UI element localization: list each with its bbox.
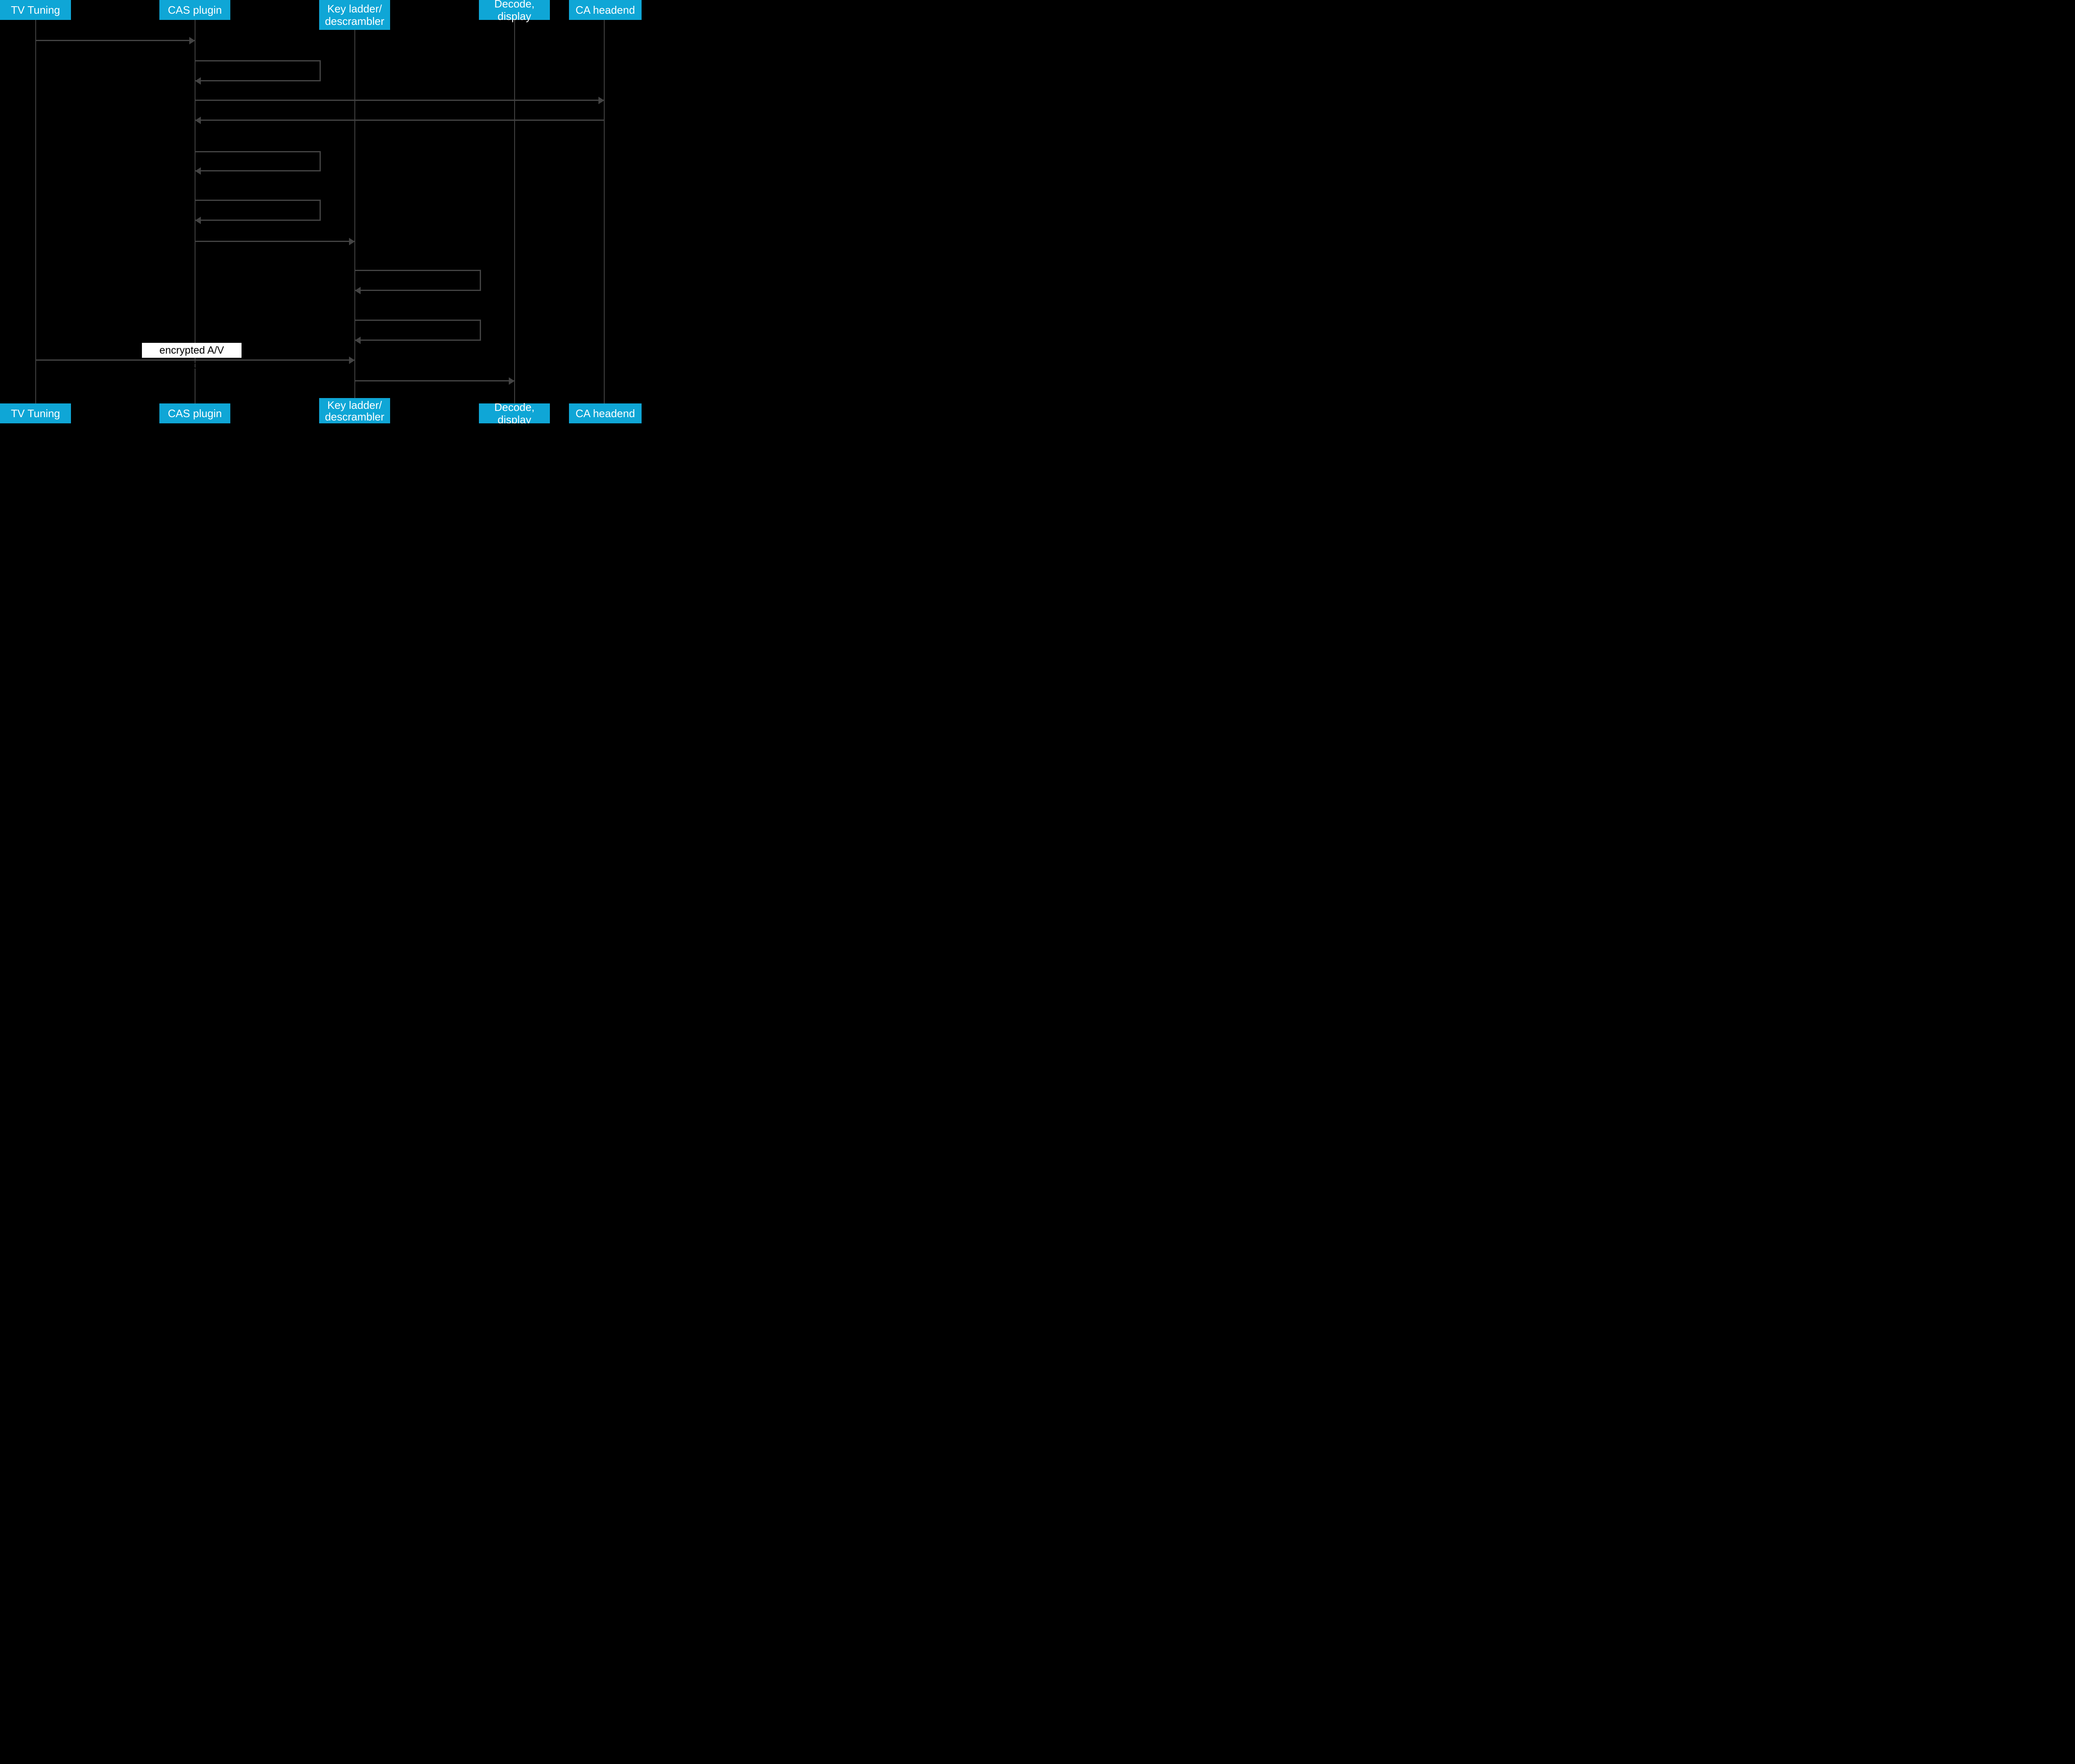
arrowhead-right-icon [349,238,355,245]
actor-bottom-decode-display: Decode, display [479,401,550,423]
arrowhead-right-icon [189,37,195,44]
arrow-line [36,359,355,361]
message-label-encrypted-av-packets: encrypted A/V packets [142,343,242,371]
actor-bottom-ca-headend: CA headend [569,403,642,423]
arrowhead-right-icon [509,377,515,385]
self-loop-outline [355,270,481,291]
actor-bottom-tv-tuning: TV Tuning [0,403,71,423]
arrowhead-left-icon [355,337,361,344]
arrowhead-left-icon [195,217,201,224]
lifeline-ca-headend [604,20,605,403]
lifeline-key-ladder-descrambler [354,30,355,398]
actor-top-decode-display: Decode, display [479,0,550,22]
self-loop-outline [355,320,481,341]
actor-bottom-cas-plugin: CAS plugin [159,403,230,423]
arrow-line [195,100,604,101]
self-loop-outline [195,200,321,221]
arrowhead-left-icon [355,287,361,294]
arrowhead-right-icon [598,97,604,104]
arrow-line [195,120,604,121]
arrowhead-left-icon [195,117,201,124]
arrow-line [355,380,515,381]
self-loop-outline [195,60,321,81]
arrowhead-left-icon [195,167,201,175]
arrow-line [36,40,195,41]
sequence-diagram-canvas: TV Tuning CAS plugin Key ladder/ descram… [0,0,642,423]
self-loop-outline [195,151,321,171]
actor-top-cas-plugin: CAS plugin [159,0,230,20]
lifeline-decode-display [514,20,515,403]
actor-top-key-ladder-descrambler: Key ladder/ descrambler [319,0,390,30]
actor-top-tv-tuning: TV Tuning [0,0,71,20]
arrow-line [195,241,355,242]
lifeline-tv-tuning [35,20,36,403]
arrowhead-right-icon [349,357,355,364]
actor-bottom-key-ladder-descrambler: Key ladder/ descrambler [319,398,390,423]
arrowhead-left-icon [195,77,201,85]
actor-top-ca-headend: CA headend [569,0,642,20]
